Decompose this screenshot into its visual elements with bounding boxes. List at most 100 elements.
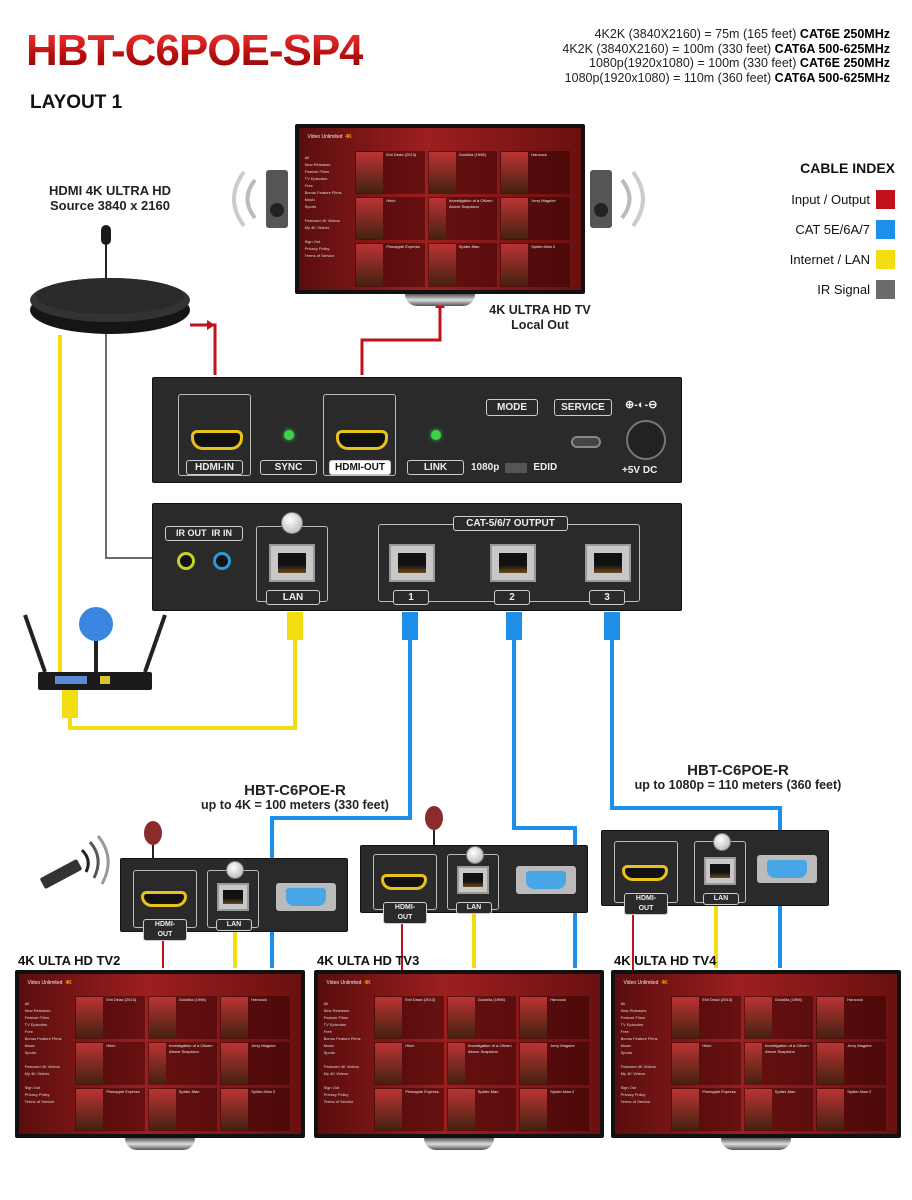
- poster-thumbnail: [501, 244, 529, 286]
- hdmi-out-port[interactable]: [622, 865, 668, 881]
- poster-thumbnail: [501, 151, 529, 194]
- cat-output-port-1[interactable]: [389, 544, 435, 582]
- tv-menu-item: Bonus Feature Films: [24, 1035, 62, 1041]
- tv-menu-item: Terms of Service: [304, 252, 335, 258]
- tv-title-tile: Godzilla (1998): [743, 996, 814, 1040]
- ir-in-jack[interactable]: [213, 552, 231, 570]
- spec-line: 1080p(1920x1080) = 110m (360 feet) CAT6A…: [564, 70, 890, 85]
- cat-output-port-3[interactable]: [585, 544, 631, 582]
- tv-title-tile: Investigation of a Citizen Above Suspici…: [743, 1042, 814, 1085]
- power-jack[interactable]: [626, 420, 666, 460]
- tv-title-tile: Godzilla (1998): [147, 996, 218, 1040]
- mode-button[interactable]: MODE: [486, 399, 538, 416]
- tv4-label: 4K ULTA HD TV4: [614, 953, 717, 968]
- hdmi-cable-local: [360, 300, 442, 375]
- tv-menu-item: TV Episodes: [323, 1021, 347, 1027]
- tv-menu-item: Sports: [24, 1049, 37, 1055]
- poster-thumbnail: [817, 1089, 845, 1130]
- poster-thumbnail: [428, 244, 456, 286]
- rs232-port[interactable]: [757, 855, 817, 883]
- poster-thumbnail: [520, 1043, 548, 1084]
- tv-menu-item: Free: [323, 1028, 332, 1034]
- ir-out-jack[interactable]: [177, 552, 195, 570]
- tv-title-tile: Hitch: [75, 1042, 145, 1085]
- poster-thumbnail: [148, 1089, 176, 1130]
- tv-title-text: Hitch: [405, 1043, 415, 1049]
- poster-thumbnail: [817, 997, 845, 1039]
- tv-title-tile: Hancock: [500, 150, 570, 195]
- tv-menu-item: Music: [323, 1042, 335, 1048]
- lan-port[interactable]: [269, 544, 315, 582]
- service-button[interactable]: SERVICE: [554, 399, 612, 416]
- poster-thumbnail: [744, 1043, 762, 1084]
- lan-port[interactable]: [704, 857, 736, 885]
- tv-menu-item: My 4K Videos: [24, 1070, 50, 1076]
- cat-output-port-2[interactable]: [490, 544, 536, 582]
- switch-toggle[interactable]: [505, 462, 528, 473]
- tv-menu-item: TV Episodes: [24, 1021, 48, 1027]
- poster-thumbnail: [221, 1043, 249, 1084]
- tv-title-tile: Pineapple Express: [355, 243, 425, 287]
- receiver-caption-3: HBT-C6POE-R up to 1080p = 110 meters (36…: [634, 762, 842, 792]
- tv-title-text: Evil Dead (2013): [702, 997, 733, 1003]
- tv-menu-item: Sign Out: [323, 1084, 340, 1090]
- tv-title-tile: Hitch: [671, 1042, 741, 1085]
- tv-title-text: Pineapple Express: [106, 1089, 140, 1094]
- hdmi-out-port[interactable]: [336, 430, 388, 450]
- rs232-port[interactable]: [276, 883, 336, 911]
- main-tv-caption: 4K ULTRA HD TV Local Out: [489, 303, 591, 332]
- poster-thumbnail: [520, 997, 548, 1039]
- speaker-left: [266, 170, 288, 228]
- tv-title-tile: Spider-Man 2: [816, 1088, 886, 1131]
- lan-port[interactable]: [217, 883, 249, 911]
- tv-title-text: Hancock: [531, 151, 547, 157]
- legend-swatch: [876, 189, 895, 209]
- globe-icon: [713, 833, 731, 851]
- ir-cable: [105, 240, 152, 559]
- micro-usb-port[interactable]: [571, 436, 601, 448]
- tv-title-tile: Spider-Man 2: [500, 243, 570, 287]
- hdmi-out-port[interactable]: [141, 891, 187, 907]
- rs232-port[interactable]: [516, 866, 576, 894]
- poster-thumbnail: [672, 997, 700, 1039]
- arrow-icon: [207, 320, 215, 330]
- layout-label: LAYOUT 1: [30, 92, 123, 113]
- tv-menu-item: [25, 1056, 70, 1063]
- poster-thumbnail: [356, 151, 384, 194]
- lan-port[interactable]: [457, 866, 489, 894]
- tv-menu-item: [621, 1056, 666, 1063]
- edid-switch[interactable]: 1080p EDID: [471, 462, 558, 473]
- legend-swatch: [876, 279, 895, 299]
- tv-menu-item: New Releases: [24, 1007, 51, 1013]
- spec-line: 4K2K (3840X2160) = 100m (330 feet) CAT6A…: [562, 41, 890, 56]
- legend-item: IR Signal: [770, 274, 895, 304]
- poster-thumbnail: [76, 1043, 104, 1084]
- hdmi-in-label: HDMI-IN: [186, 460, 243, 475]
- tv-title-text: Spider-Man 2: [847, 1089, 872, 1094]
- poster-thumbnail: [744, 1089, 772, 1130]
- tv-menu-item: Sign Out: [620, 1084, 637, 1090]
- tv-menu-item: Privacy Policy: [620, 1091, 646, 1097]
- tv-title-text: Investigation of a Citizen Above Suspici…: [468, 1043, 512, 1055]
- tv-title-text: Pineapple Express: [702, 1089, 736, 1094]
- hdmi-out-port[interactable]: [381, 874, 427, 890]
- poster-thumbnail: [221, 997, 249, 1039]
- port-label: 3: [589, 590, 625, 605]
- tv-menu-item: [324, 1056, 369, 1063]
- spec-line: 1080p(1920x1080) = 100m (330 feet) CAT6E…: [589, 56, 890, 70]
- tv-title-text: Evil Dead (2013): [405, 997, 436, 1003]
- poster-thumbnail: [76, 997, 104, 1039]
- tv-title-tile: Pineapple Express: [374, 1088, 444, 1131]
- poster-thumbnail: [672, 1089, 700, 1130]
- hdmi-out-label: HDMI-OUT: [329, 460, 391, 475]
- tv-menu-item: Sign Out: [304, 238, 321, 244]
- tv-menu-item: Terms of Service: [323, 1098, 354, 1104]
- lan-label: LAN: [266, 590, 320, 605]
- speaker-right: [590, 170, 612, 228]
- tv-menu-item: Featured 4K Videos: [24, 1063, 60, 1069]
- tv-title-tile: Evil Dead (2013): [671, 996, 741, 1040]
- hdmi-in-port[interactable]: [191, 430, 243, 450]
- poster-thumbnail: [375, 1043, 403, 1084]
